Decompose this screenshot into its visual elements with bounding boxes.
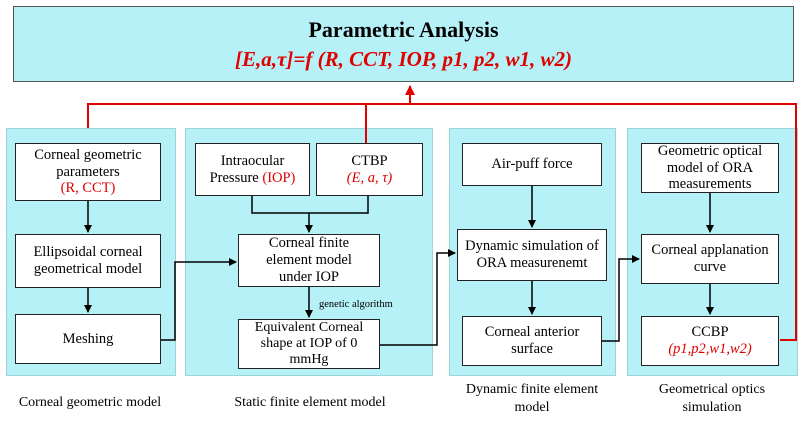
ccbp-label: CCBP (691, 324, 729, 341)
caption-dynamic-line2: model (514, 399, 550, 415)
ccbp-box: CCBP (p1,p2,w1,w2) (641, 316, 779, 366)
params-line1: Corneal geometric (34, 146, 142, 163)
parametric-analysis-box: Parametric Analysis [E,a,τ]=f (R, CCT, I… (13, 6, 794, 82)
ellipsoidal-model-box: Ellipsoidal corneal geometrical model (15, 234, 161, 288)
dynamic-simulation-box: Dynamic simulation of ORA measurenemt (457, 229, 607, 281)
diagram-formula: [E,a,τ]=f (R, CCT, IOP, p1, p2, w1, w2) (235, 47, 572, 71)
equivalent-shape-box: Equivalent Corneal shape at IOP of 0 mmH… (238, 319, 380, 369)
geometric-optical-model-box: Geometric optical model of ORA measureme… (641, 143, 779, 193)
caption-geo-line1: Geometrical optics (658, 382, 766, 397)
caption-geo-line2: simulation (682, 399, 742, 415)
anterior-surface-label: Corneal anterior surface (484, 324, 580, 357)
ctbp-label: CTBP (351, 152, 388, 169)
dynamic-simulation-label: Dynamic simulation of ORA measurenemt (465, 238, 599, 271)
ellipsoidal-label: Ellipsoidal corneal geometrical model (33, 244, 143, 277)
params-red: (R, CCT) (60, 180, 116, 197)
meshing-box: Meshing (15, 314, 161, 364)
anterior-surface-box: Corneal anterior surface (462, 316, 602, 366)
genetic-algorithm-label: genetic algorithm (319, 299, 393, 310)
fe-model-label: Corneal finite element model under IOP (266, 235, 352, 285)
airpuff-label: Air-puff force (491, 156, 573, 173)
fe-model-box: Corneal finite element model under IOP (238, 234, 380, 287)
ctbp-box: CTBP (E, a, τ) (316, 143, 423, 196)
flow-arrows (84, 186, 714, 346)
caption-static-fe: Static finite element model (234, 395, 386, 410)
caption-corneal-geometric: Corneal geometric model (18, 395, 162, 410)
diagram-title: Parametric Analysis (308, 17, 499, 42)
iop-line2: Pressure (209, 169, 263, 186)
geometric-optical-label: Geometric optical model of ORA measureme… (657, 143, 763, 193)
caption-dynamic-fe: Dynamic finite element model (444, 381, 620, 416)
ctbp-red: (E, a, τ) (346, 169, 393, 186)
params-line2: parameters (56, 163, 120, 180)
ccbp-red: (p1,p2,w1,w2) (668, 341, 752, 357)
applanation-curve-box: Corneal applanation curve (641, 234, 779, 284)
iop-line1: Intraocular (220, 152, 285, 169)
iop-box: Intraocular Pressure (IOP) (195, 143, 310, 196)
iop-red: (IOP) (262, 169, 296, 186)
corneal-geometric-parameters-box: Corneal geometric parameters (R, CCT) (15, 143, 161, 201)
applanation-label: Corneal applanation curve (651, 242, 769, 275)
equivalent-label: Equivalent Corneal shape at IOP of 0 mmH… (254, 319, 364, 368)
caption-dynamic-line1: Dynamic finite element (465, 382, 599, 397)
meshing-label: Meshing (62, 330, 114, 347)
caption-geo-optics: Geometrical optics simulation (624, 381, 800, 416)
airpuff-box: Air-puff force (462, 143, 602, 186)
feedback-arrow (87, 85, 797, 341)
